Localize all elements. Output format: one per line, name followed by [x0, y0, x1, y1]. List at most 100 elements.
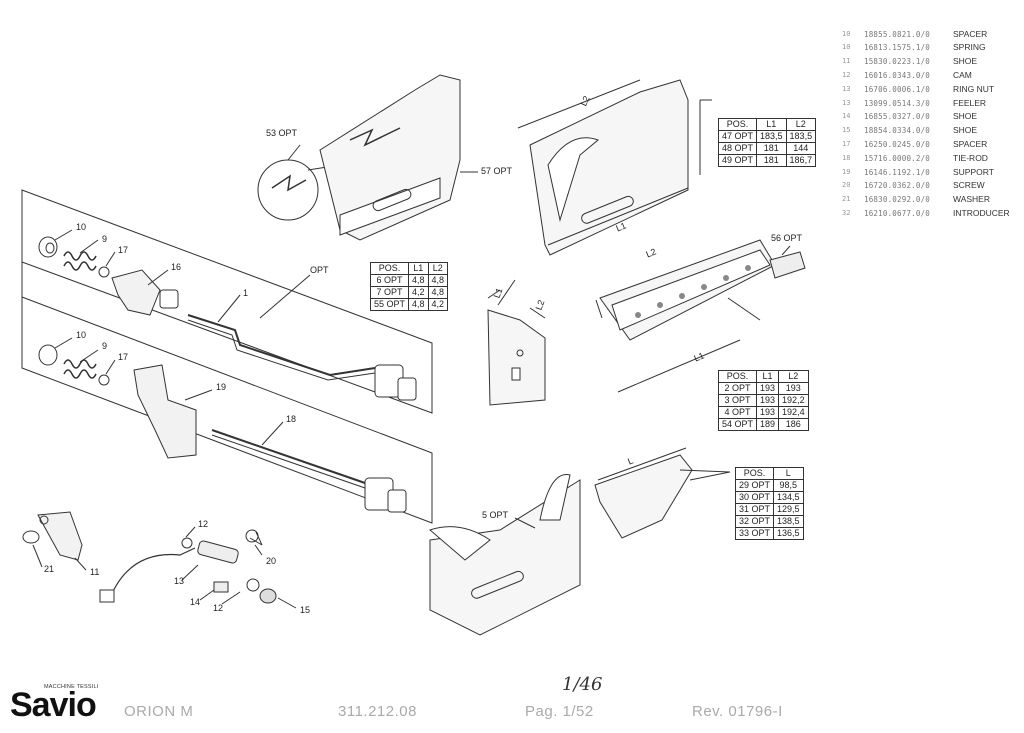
table-cell: 6 OPT: [369, 274, 410, 287]
part-number: 15: [842, 126, 851, 135]
shaft-1: [187, 314, 376, 377]
table-cell: 49 OPT: [717, 154, 758, 167]
spacer-10-lower: [38, 344, 58, 366]
shoe-guide-47: [529, 79, 689, 256]
parts-list-row: 15 18854.0334.0/0 SHOE: [842, 124, 1024, 138]
table-cell: 3 OPT: [717, 394, 758, 407]
part-description: SUPPORT: [953, 166, 994, 177]
part-code: 13099.0514.3/0: [864, 98, 931, 108]
table-cell: 98,5: [773, 479, 804, 492]
footer: [0, 670, 1024, 733]
part-number: 12: [842, 70, 851, 79]
callout-9-upper: 9: [102, 234, 108, 244]
table-cell: 4,8: [408, 298, 429, 311]
callout-16: 16: [171, 262, 182, 272]
revision: Rev. 01796-I: [692, 703, 783, 720]
table-cell: 2 OPT: [717, 382, 758, 395]
callout-21: 21: [44, 564, 55, 574]
tie-rod-18: [211, 429, 366, 484]
table-header: L2: [778, 370, 809, 383]
handwritten-page: 1/46: [562, 674, 603, 695]
assembly-panel-lower: [21, 296, 433, 524]
callout-14: 14: [190, 597, 201, 607]
table-cell: 4,8: [408, 274, 429, 287]
part-description: SPACER: [953, 138, 988, 149]
washer-21: [22, 530, 40, 544]
page-number: Pag. 1/52: [525, 703, 594, 720]
part-description: SHOE: [953, 125, 978, 136]
table-cell: 186: [778, 418, 809, 431]
shoe-11: [37, 511, 83, 561]
feeler-13: [197, 540, 239, 564]
part-description: FEELER: [953, 97, 987, 108]
callout-56-opt: 56 OPT: [771, 233, 803, 243]
part-description: WASHER: [953, 194, 990, 205]
brand-subtitle: MACCHINE TESSILI: [44, 684, 99, 690]
part-number: 20: [842, 181, 851, 190]
part-number: 11: [842, 57, 851, 66]
table-cell: 48 OPT: [717, 142, 758, 155]
table-cell: 4 OPT: [717, 406, 758, 419]
callout-opt: OPT: [310, 265, 329, 275]
screw-20: [249, 531, 263, 546]
table-header: L: [773, 467, 804, 480]
table-cell: 33 OPT: [734, 527, 775, 540]
table-header: L1: [756, 118, 787, 131]
table-header-row: POS.L: [734, 467, 804, 480]
table-cell: 31 OPT: [734, 503, 775, 516]
table-cell: 32 OPT: [734, 515, 775, 528]
part-description: RING NUT: [953, 83, 995, 94]
table-cell: 4,8: [427, 286, 449, 299]
part-description: SHOE: [953, 111, 978, 122]
assembly-panel-upper: [21, 189, 433, 414]
part-code: 16830.0292.0/0: [864, 195, 931, 205]
table-cell: 138,5: [773, 515, 804, 528]
table-cell: 30 OPT: [734, 491, 775, 504]
table-cell: 4,8: [427, 274, 449, 287]
table-cell: 181: [756, 154, 787, 167]
table-cell: 193: [778, 382, 809, 395]
callout-53-opt: 53 OPT: [266, 128, 298, 138]
callout-18: 18: [286, 414, 297, 424]
model-name: ORION M: [124, 703, 194, 720]
table-cell: 4,2: [408, 286, 429, 299]
part-number: 18: [842, 153, 851, 162]
table-cell: 183,5: [785, 130, 817, 143]
table-cell: 193: [756, 406, 780, 419]
part-number: 21: [842, 195, 851, 204]
part-code: 16706.0006.1/0: [864, 84, 931, 94]
callout-11: 11: [90, 567, 100, 577]
table-cell: 129,5: [773, 503, 804, 516]
part-code: 18854.0334.0/0: [864, 126, 931, 136]
callout-17-lower: 17: [118, 352, 129, 362]
cam-15: [259, 588, 277, 604]
ring-nut-12-upper: [181, 537, 193, 549]
part-code: 16016.0343.0/0: [864, 70, 931, 80]
table-cell: 183,5: [756, 130, 787, 143]
parts-list-row: [842, 14, 1024, 28]
shoe-14: [213, 581, 229, 593]
table-cell: 29 OPT: [734, 479, 775, 492]
part-code: 16146.1192.1/0: [864, 167, 931, 177]
table-header: L1: [408, 262, 429, 275]
table-cell: 192,4: [778, 406, 809, 419]
